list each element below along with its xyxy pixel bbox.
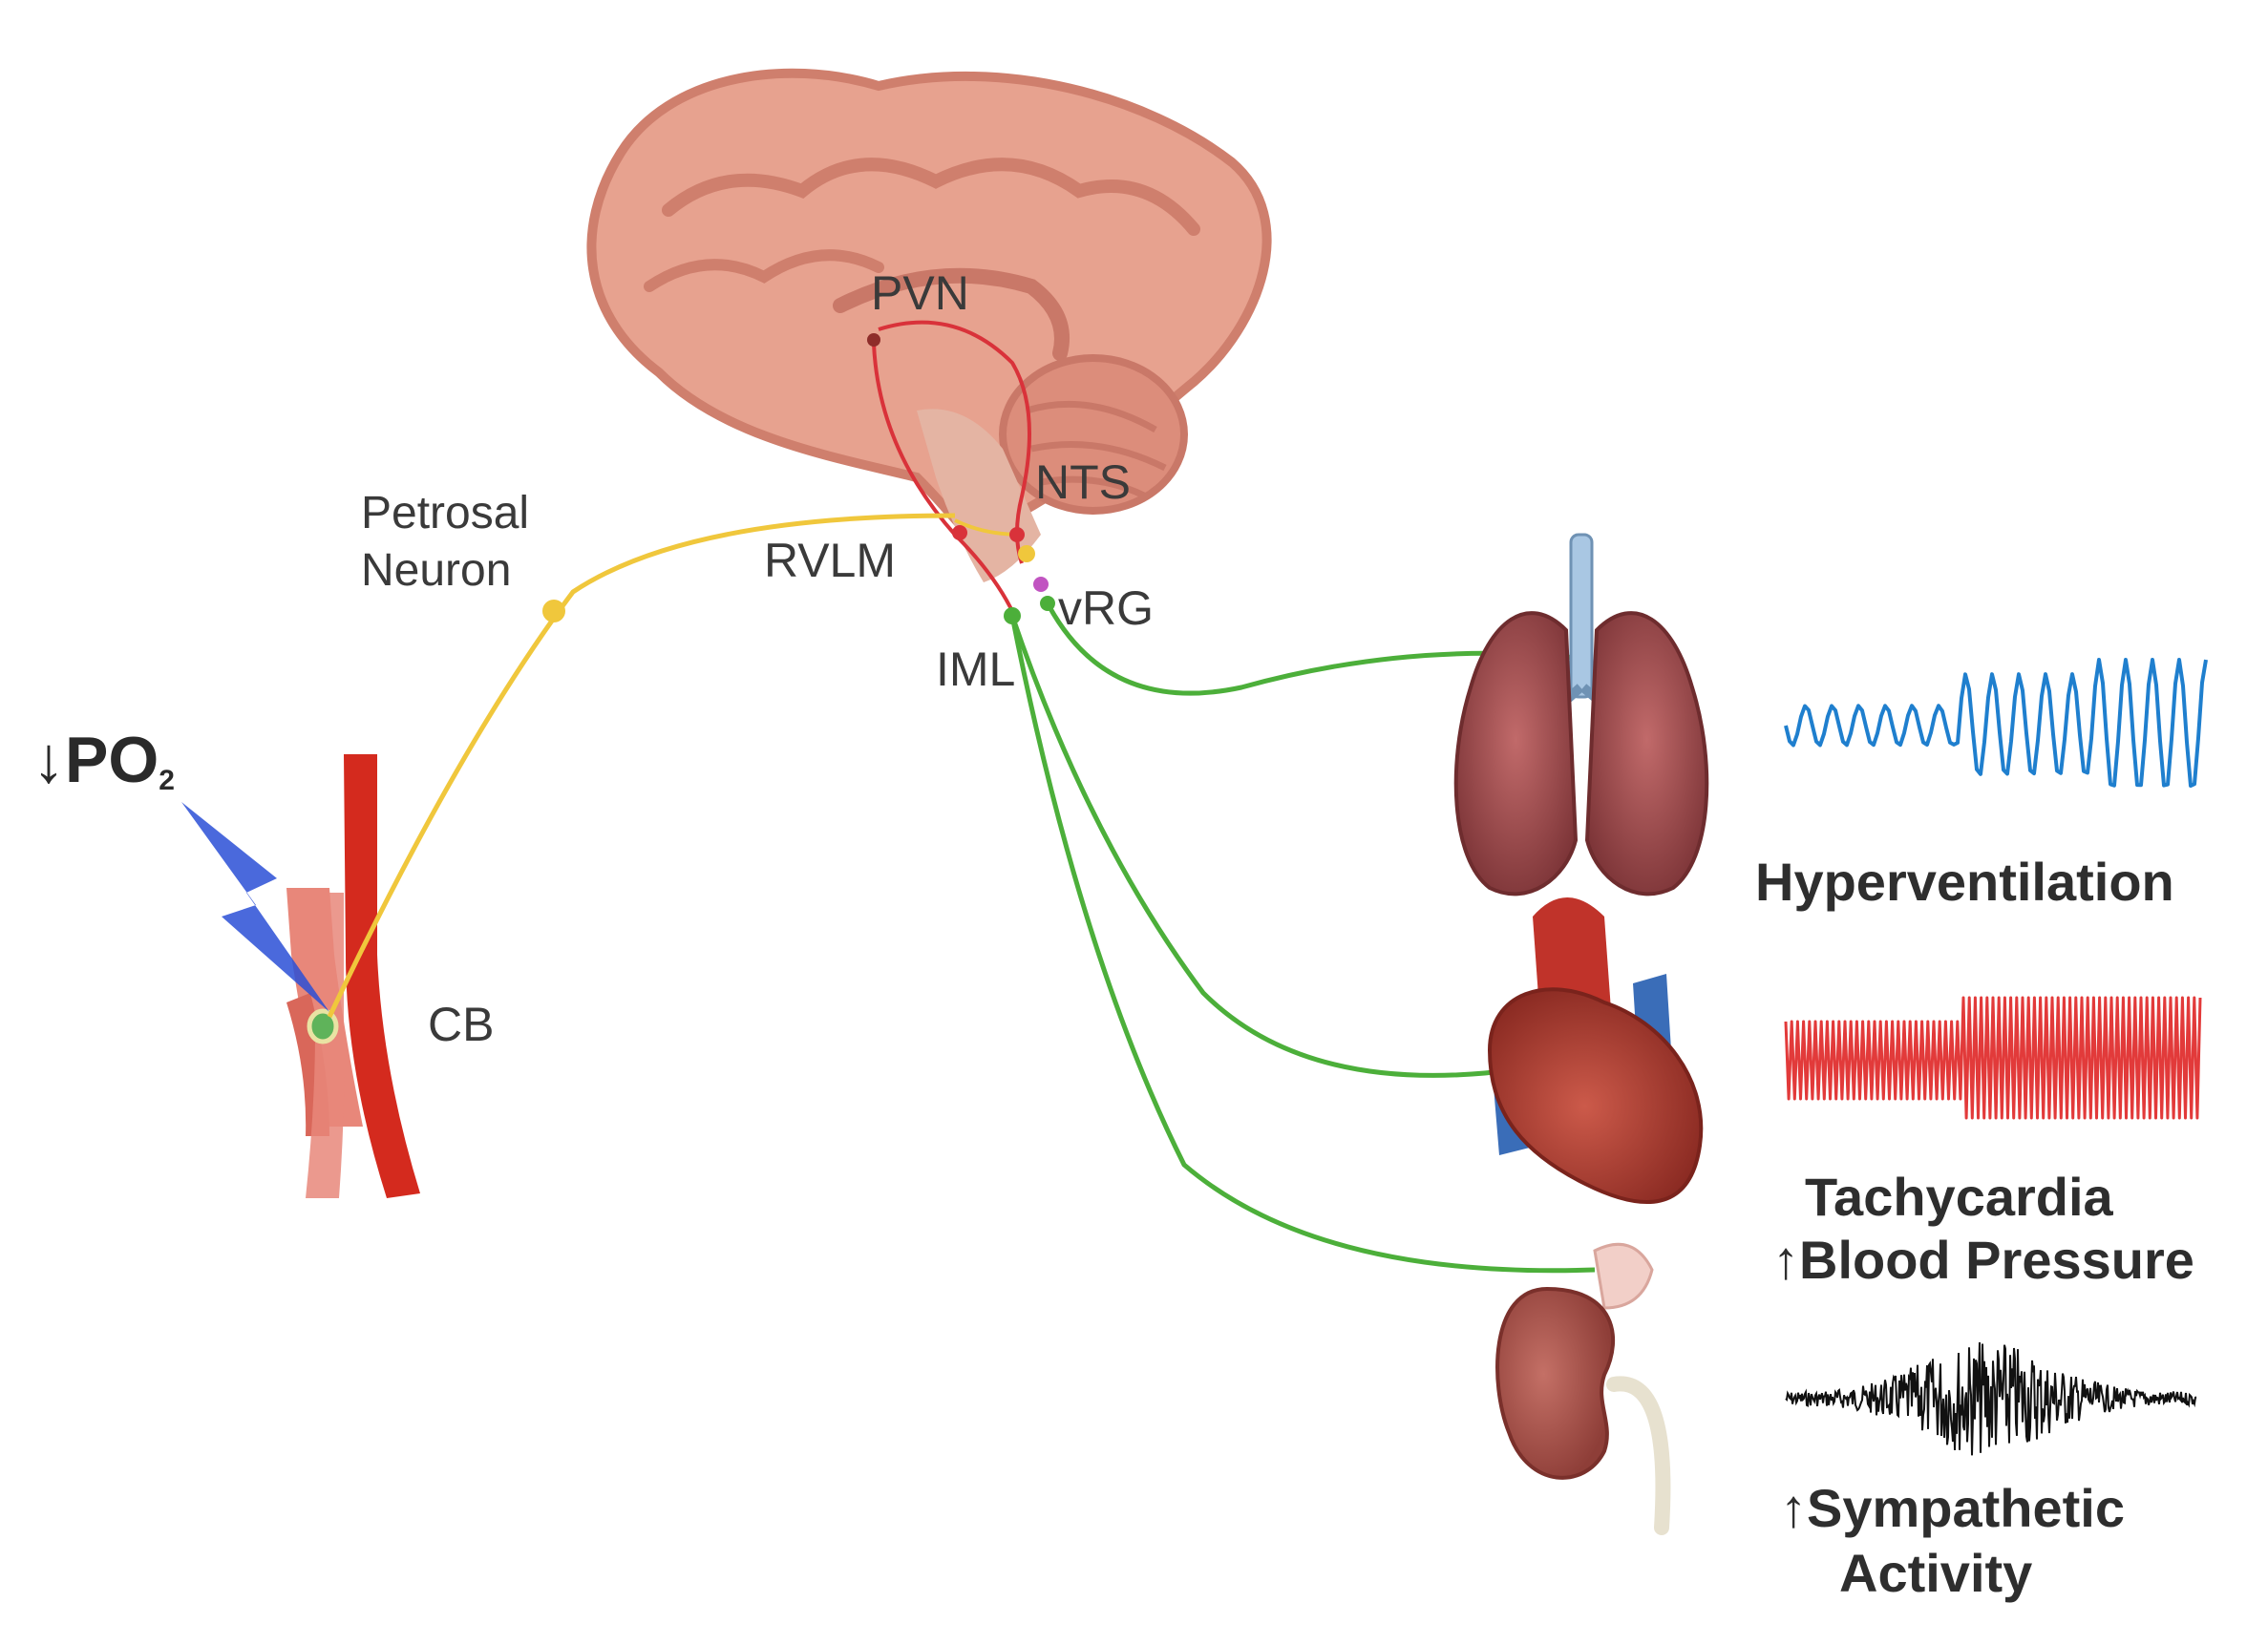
petrosal-fiber — [327, 513, 956, 1019]
petrosal-soma — [542, 600, 565, 622]
lungs-icon — [1453, 533, 1709, 896]
blood-pressure-trace — [1784, 996, 2202, 1120]
brain-icon — [586, 68, 1272, 582]
sympathetic-trace — [1785, 1341, 2197, 1456]
vrg-label: vRG — [1058, 581, 1154, 635]
cb-label: CB — [428, 998, 495, 1051]
po2-arrow: ↓ — [32, 724, 65, 796]
lightning-icon — [181, 802, 329, 1012]
hyperventilation-label: Hyperventilation — [1755, 852, 2174, 912]
po2-label: ↓PO2 — [32, 728, 175, 795]
sympathetic-text: Sympathetic — [1807, 1478, 2125, 1538]
petrosal-label-line2: Neuron — [361, 545, 512, 596]
sympathetic-label-line1: ↑Sympathetic — [1780, 1482, 2125, 1535]
sympathetic-arrow: ↑ — [1780, 1478, 1807, 1538]
central-pathway — [867, 320, 1055, 624]
iml-label: IML — [936, 643, 1016, 696]
blood-pressure-text: Blood Pressure — [1799, 1230, 2194, 1290]
nts-label: NTS — [1035, 455, 1131, 509]
rvlm-label: RVLM — [764, 534, 897, 587]
po2-sub: 2 — [159, 765, 175, 796]
carotid-artery — [286, 754, 420, 1198]
kidney-icon — [1495, 1242, 1671, 1535]
carotid-body-cell — [307, 1008, 339, 1044]
heart-icon — [1487, 897, 1704, 1204]
tachycardia-label: Tachycardia — [1805, 1167, 2113, 1227]
pvn-label: PVN — [871, 266, 969, 320]
po2-main: PO — [65, 724, 159, 796]
respiratory-trace — [1784, 658, 2208, 788]
bp-arrow: ↑ — [1772, 1230, 1799, 1290]
blood-pressure-label: ↑Blood Pressure — [1772, 1234, 2194, 1287]
sympathetic-label-line2: Activity — [1839, 1543, 2033, 1603]
petrosal-label-line1: Petrosal — [361, 488, 530, 538]
